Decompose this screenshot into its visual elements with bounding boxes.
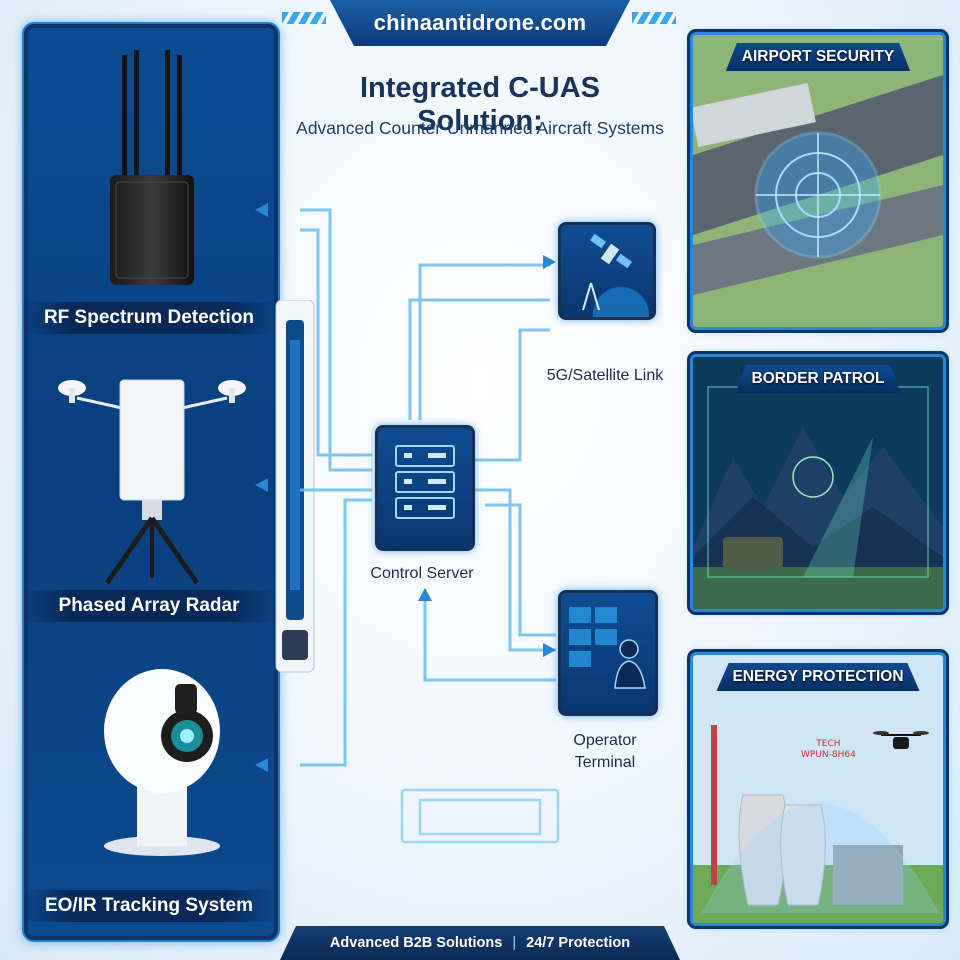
radar-icon xyxy=(58,379,246,585)
footer-right: 24/7 Protection xyxy=(526,935,631,951)
server-node[interactable] xyxy=(375,425,475,551)
energy-protection-title: ENERGY PROTECTION xyxy=(716,663,920,691)
page-subtitle: Advanced Counter-Unmanned Aircraft Syste… xyxy=(296,118,664,138)
server-icon xyxy=(395,445,455,519)
operator-label-line2: Terminal xyxy=(574,754,636,771)
facility-sign-line1: TECH xyxy=(816,739,841,749)
header-stripes-left xyxy=(282,12,326,24)
operator-label: Operator Terminal xyxy=(540,730,670,774)
footer-separator: | xyxy=(512,935,517,951)
site-url[interactable]: chinaantidrone.com xyxy=(373,10,587,35)
tower-device-icon xyxy=(275,300,315,673)
border-patrol-scene-image xyxy=(693,357,943,609)
airport-security-title: AIRPORT SECURITY xyxy=(725,43,911,71)
site-banner[interactable]: chinaantidrone.com xyxy=(330,0,630,46)
operator-node[interactable] xyxy=(558,590,658,716)
airport-scene-image xyxy=(693,35,943,327)
footer-left: Advanced B2B Solutions xyxy=(329,935,503,951)
radar-card: Phased Array Radar xyxy=(22,328,276,634)
satellite-node[interactable] xyxy=(558,222,656,343)
page-title: Integrated C-UAS Solution: xyxy=(359,72,601,137)
camera-turret-icon xyxy=(104,669,220,856)
eoir-label: EO/IR Tracking System xyxy=(22,890,276,922)
rf-detector-icon xyxy=(110,50,194,285)
drone-icon xyxy=(873,731,929,749)
radar-label: Phased Array Radar xyxy=(22,590,276,622)
satellite-icon xyxy=(582,233,649,343)
facility-sign-line2: WPUN-8H64 xyxy=(801,750,856,760)
border-patrol-panel[interactable]: BORDER PATROL xyxy=(690,354,946,612)
energy-protection-panel[interactable]: ENERGY PROTECTION TECH WPUN-8H64 xyxy=(690,652,946,926)
rf-detection-label: RF Spectrum Detection xyxy=(22,302,276,334)
rf-detection-card: RF Spectrum Detection xyxy=(22,30,276,336)
border-patrol-title: BORDER PATROL xyxy=(735,365,901,393)
facility-sign: TECH WPUN-8H64 xyxy=(801,739,856,761)
operator-icon xyxy=(569,607,646,689)
header-stripes-right xyxy=(632,12,676,24)
satellite-label: 5G/Satellite Link xyxy=(546,367,664,384)
airport-security-panel[interactable]: AIRPORT SECURITY xyxy=(690,32,946,330)
footer-banner: Advanced B2B Solutions | 24/7 Protection xyxy=(280,926,680,960)
operator-label-line1: Operator xyxy=(573,732,637,749)
server-label: Control Server xyxy=(370,565,474,582)
eoir-card: EO/IR Tracking System xyxy=(22,628,276,934)
energy-scene-image xyxy=(693,655,943,923)
